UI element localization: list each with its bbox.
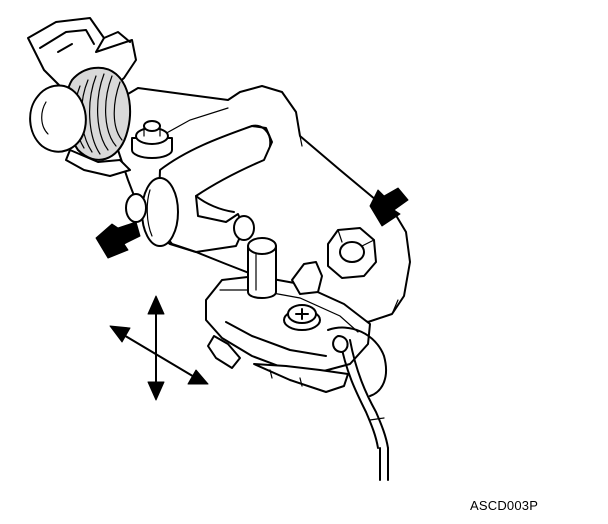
hex-nut <box>327 227 377 279</box>
lock-tab <box>291 261 323 295</box>
switch-screw <box>283 304 321 331</box>
bracket-bolt <box>131 120 173 159</box>
pedal-lever <box>125 124 273 253</box>
cable-end-cap <box>29 84 87 153</box>
pointer-arrow-left <box>95 221 141 259</box>
clip-tail <box>65 149 131 177</box>
pointer-arrow-right <box>369 187 409 227</box>
switch-plunger <box>247 237 277 299</box>
figure-code: ASCD003P <box>470 498 539 513</box>
adjustment-direction-arrows <box>109 295 209 401</box>
harness-wire <box>327 326 389 481</box>
